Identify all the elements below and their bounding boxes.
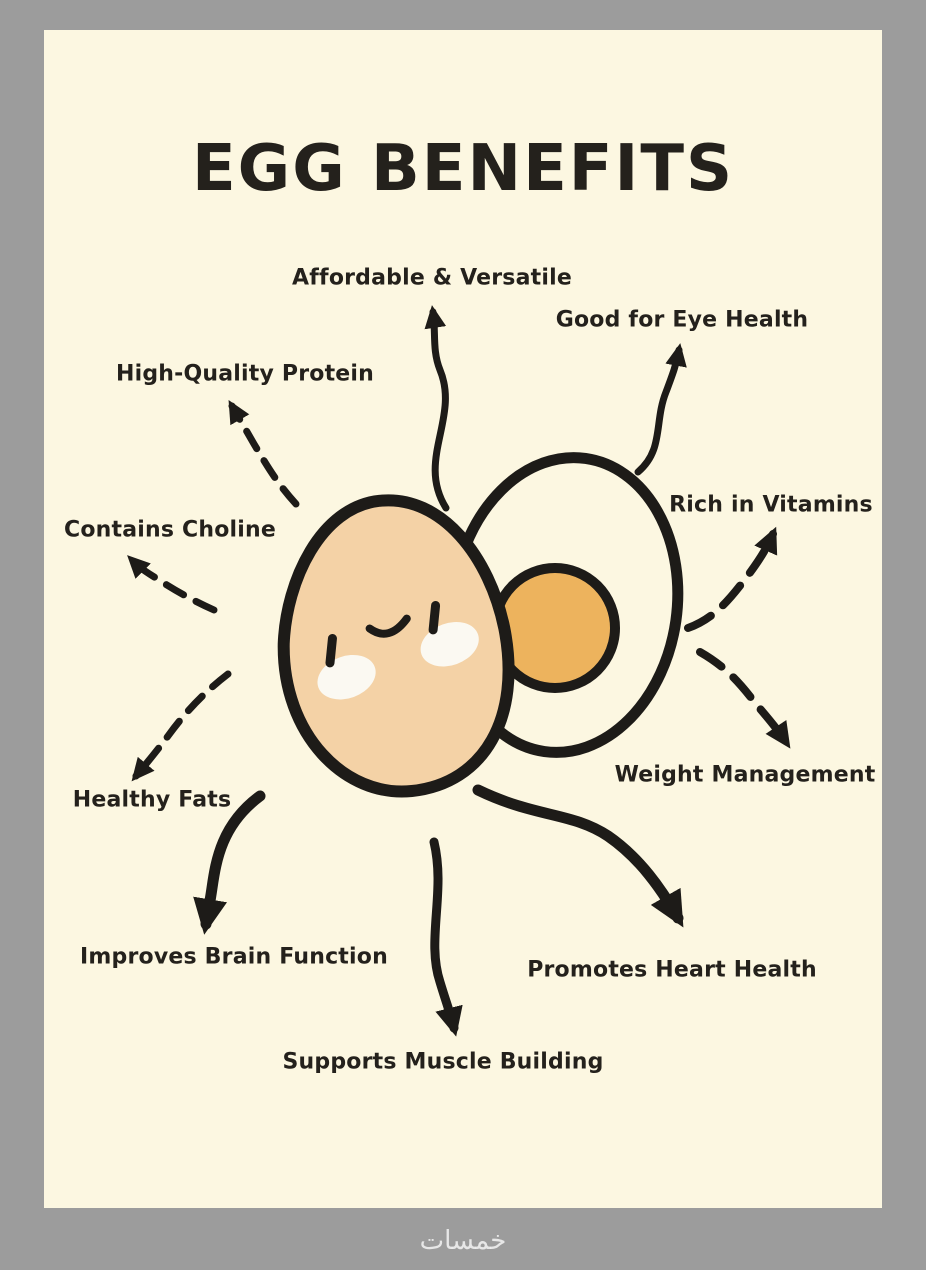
arrow-to-contains-choline: [127, 555, 218, 614]
left-eye-icon: [325, 633, 337, 668]
arrow-to-high-quality-protein: [228, 399, 300, 508]
benefit-label-rich-in-vitamins: Rich in Vitamins: [669, 492, 873, 518]
benefit-label-high-quality-protein: High-Quality Protein: [115, 361, 375, 387]
benefit-label-affordable-versatile: Affordable & Versatile: [292, 265, 572, 291]
arrow-to-healthy-fats: [131, 670, 232, 782]
arrow-to-good-for-eye-health: [634, 343, 687, 476]
benefit-label-healthy-fats: Healthy Fats: [72, 787, 232, 813]
egg-diagram-artwork: [127, 305, 791, 1037]
whole-egg-icon: [277, 494, 515, 798]
arrow-group: [127, 305, 791, 1037]
arrow-to-supports-muscle-building: [429, 837, 463, 1037]
benefit-label-good-for-eye-health: Good for Eye Health: [555, 307, 809, 333]
arrow-to-promotes-heart-health: [472, 784, 684, 928]
benefit-label-contains-choline: Contains Choline: [63, 517, 277, 543]
arrow-to-weight-management: [696, 648, 791, 749]
poster-title: EGG BENEFITS: [191, 132, 735, 206]
benefit-label-weight-management: Weight Management: [614, 762, 876, 788]
right-eye-icon: [428, 601, 441, 635]
poster-canvas: EGG BENEFITS: [44, 30, 882, 1208]
benefit-label-improves-brain-function: Improves Brain Function: [80, 944, 388, 970]
benefit-label-supports-muscle-building: Supports Muscle Building: [282, 1049, 604, 1075]
benefit-label-promotes-heart-health: Promotes Heart Health: [527, 957, 817, 983]
arrow-to-improves-brain-function: [193, 790, 266, 935]
arrow-to-affordable-versatile: [424, 305, 450, 512]
watermark: خمسات: [419, 1226, 507, 1256]
arrow-to-rich-in-vitamins: [684, 526, 778, 632]
smile-icon: [365, 614, 411, 638]
